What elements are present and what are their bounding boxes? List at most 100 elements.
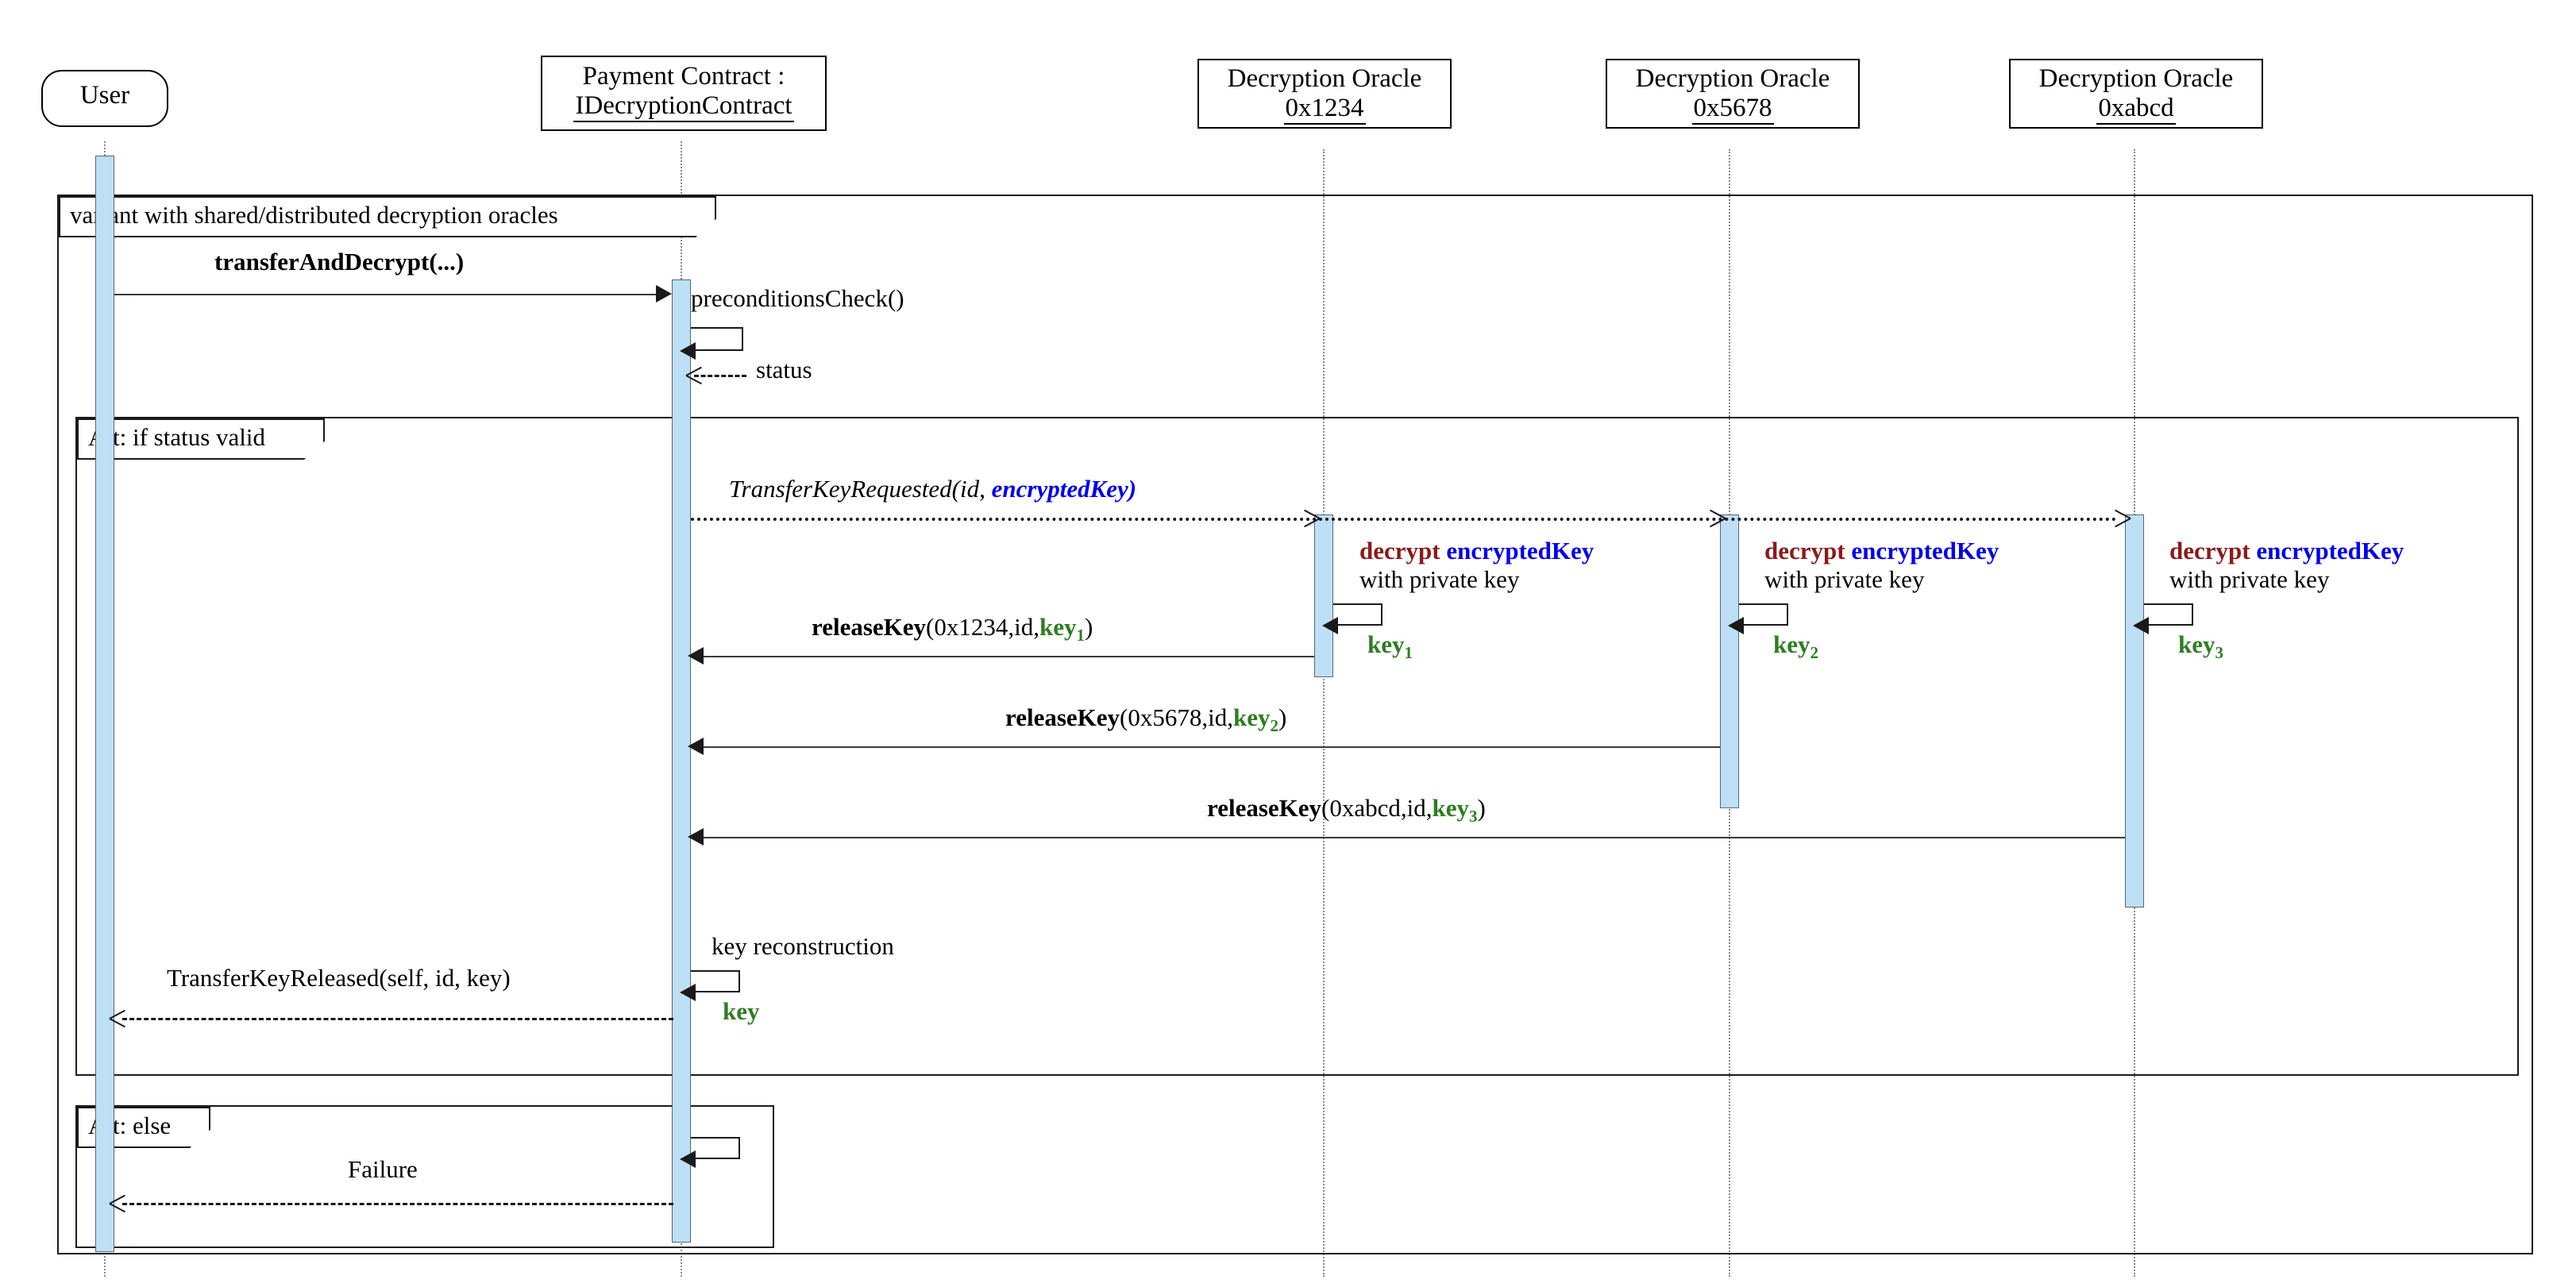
message-label-transfer-key-released: TransferKeyReleased(self, id, key) [167, 964, 511, 992]
msg-text: Failure [348, 1155, 418, 1183]
method-args: (0xabcd,id, [1321, 794, 1433, 822]
paren-close: ) [1085, 613, 1093, 641]
decrypt-keyword: decrypt [2169, 537, 2250, 565]
message-label-preconditions-check: preconditionsCheck() [691, 284, 904, 313]
self-call-preconditions-check [691, 327, 743, 351]
return-label-key3: key3 [2178, 630, 2223, 663]
msg-text: transferAndDecrypt(...) [214, 248, 465, 276]
key-subscript: 2 [1810, 643, 1819, 663]
participant-label-oracle2: Decryption Oracle [1635, 64, 1830, 93]
arrowhead-left [688, 647, 704, 665]
key-text: key [1367, 630, 1405, 658]
open-arrowhead-right-oracle2 [1708, 509, 1726, 526]
arrowhead-left [688, 738, 704, 755]
return-label-key1: key1 [1367, 630, 1413, 663]
activation-user [95, 156, 114, 1252]
lifeline-oracle1 [1323, 149, 1325, 1277]
key-arg: key1 [1039, 613, 1085, 645]
participant-head-user[interactable]: User [41, 70, 172, 131]
encrypted-key-argument: encryptedKey [1446, 537, 1595, 565]
paren-close: ) [1278, 703, 1287, 731]
msg-text: status [756, 356, 812, 383]
open-arrowhead-right-oracle3 [2113, 509, 2131, 526]
participant-head-oracle1[interactable]: Decryption Oracle 0x1234 [1197, 59, 1455, 132]
msg-text-argument: encryptedKey) [991, 475, 1137, 503]
participant-label-contract: Payment Contract : [582, 62, 785, 91]
message-label-failure: Failure [348, 1155, 418, 1184]
msg-text: preconditionsCheck() [691, 284, 904, 312]
participant-head-oracle2[interactable]: Decryption Oracle 0x5678 [1606, 59, 1863, 132]
activation-oracle3 [2125, 514, 2144, 907]
message-label-release-key-2: releaseKey(0x5678,id,key2) [1005, 703, 1286, 736]
note-key-reconstruction: key reconstruction [711, 932, 894, 961]
note-decrypt-oracle1: decrypt encryptedKey with private key [1359, 537, 1594, 594]
key-text: key [2178, 630, 2215, 658]
msg-text: TransferKeyReleased(self, id, key) [167, 964, 511, 992]
arrowhead-left [1322, 617, 1338, 634]
participant-sublabel-oracle2: 0x5678 [1691, 94, 1774, 125]
encrypted-key-argument: encryptedKey [2256, 537, 2404, 565]
message-arrow-release-key-3 [699, 837, 2125, 838]
participant-sublabel-oracle1: 0x1234 [1283, 94, 1366, 125]
self-call-decrypt-oracle2 [1739, 603, 1788, 626]
participant-sublabel-contract: IDecryptionContract [573, 91, 794, 122]
fragment-alt1-label: Alt: if status valid [88, 423, 266, 451]
fragment-alt-else [75, 1105, 774, 1248]
activation-oracle2 [1720, 514, 1739, 808]
participant-label-oracle1: Decryption Oracle [1227, 64, 1422, 93]
message-arrow-release-key-2 [699, 746, 1720, 748]
arrowhead-left [2133, 617, 2149, 634]
open-arrowhead-left [110, 1009, 127, 1027]
key-text: key [1039, 613, 1077, 641]
key-subscript: 3 [1469, 807, 1478, 827]
note-text: key reconstruction [711, 932, 894, 960]
method-name: releaseKey [1207, 794, 1322, 822]
key-subscript: 1 [1076, 626, 1086, 645]
method-name: releaseKey [1005, 703, 1120, 731]
note-decrypt-oracle3: decrypt encryptedKey with private key [2169, 537, 2404, 594]
activation-contract [672, 279, 691, 1243]
decrypt-keyword: decrypt [1359, 537, 1440, 565]
key-arg: key2 [1232, 703, 1278, 735]
encrypted-key-argument: encryptedKey [1851, 537, 1999, 565]
self-call-decrypt-oracle3 [2144, 603, 2193, 626]
participant-sublabel-oracle3: 0xabcd [2096, 94, 2176, 125]
key-text: key [723, 997, 760, 1025]
key-subscript: 3 [2215, 643, 2224, 663]
self-call-decrypt-oracle1 [1333, 603, 1382, 626]
arrowhead-left [680, 1150, 696, 1168]
self-call-failure-check [691, 1137, 740, 1159]
message-label-transfer-key-requested: TransferKeyRequested(id, encryptedKey) [729, 475, 1136, 503]
key-text: key [1232, 703, 1271, 731]
activation-oracle1 [1314, 514, 1333, 677]
message-label-status: status [756, 356, 812, 384]
return-arrow-status [694, 375, 746, 377]
open-arrowhead-left [686, 366, 704, 383]
note-decrypt-oracle2: decrypt encryptedKey with private key [1764, 537, 1999, 594]
message-label-release-key-1: releaseKey(0x1234,id,key1) [812, 613, 1093, 645]
key-text: key [1773, 630, 1811, 658]
with-private-key-text: with private key [1764, 565, 1925, 593]
participant-label-user: User [79, 81, 130, 110]
open-arrowhead-right-oracle1 [1302, 509, 1320, 526]
message-arrow-release-key-1 [699, 656, 1314, 657]
with-private-key-text: with private key [2169, 565, 2330, 593]
key-subscript: 1 [1404, 643, 1413, 663]
open-arrowhead-left [110, 1194, 127, 1212]
participant-head-oracle3[interactable]: Decryption Oracle 0xabcd [2009, 59, 2266, 132]
self-call-key-reconstruction [691, 970, 740, 992]
fragment-outer-label: variant with shared/distributed decrypti… [70, 201, 558, 229]
key-arg: key3 [1433, 794, 1478, 826]
message-arrow-transfer-and-decrypt [114, 294, 657, 295]
method-args: (0x1234,id, [926, 613, 1039, 641]
arrowhead-left [680, 342, 696, 360]
decrypt-keyword: decrypt [1764, 537, 1845, 565]
msg-text-prefix: TransferKeyRequested(id, [729, 475, 992, 503]
message-arrow-transfer-key-requested [691, 518, 2117, 521]
message-label-transfer-and-decrypt: transferAndDecrypt(...) [214, 248, 464, 276]
message-arrow-transfer-key-released [122, 1018, 673, 1020]
participant-head-contract[interactable]: Payment Contract : IDecryptionContract [541, 56, 830, 134]
paren-close: ) [1477, 794, 1486, 822]
return-label-key2: key2 [1773, 630, 1818, 663]
